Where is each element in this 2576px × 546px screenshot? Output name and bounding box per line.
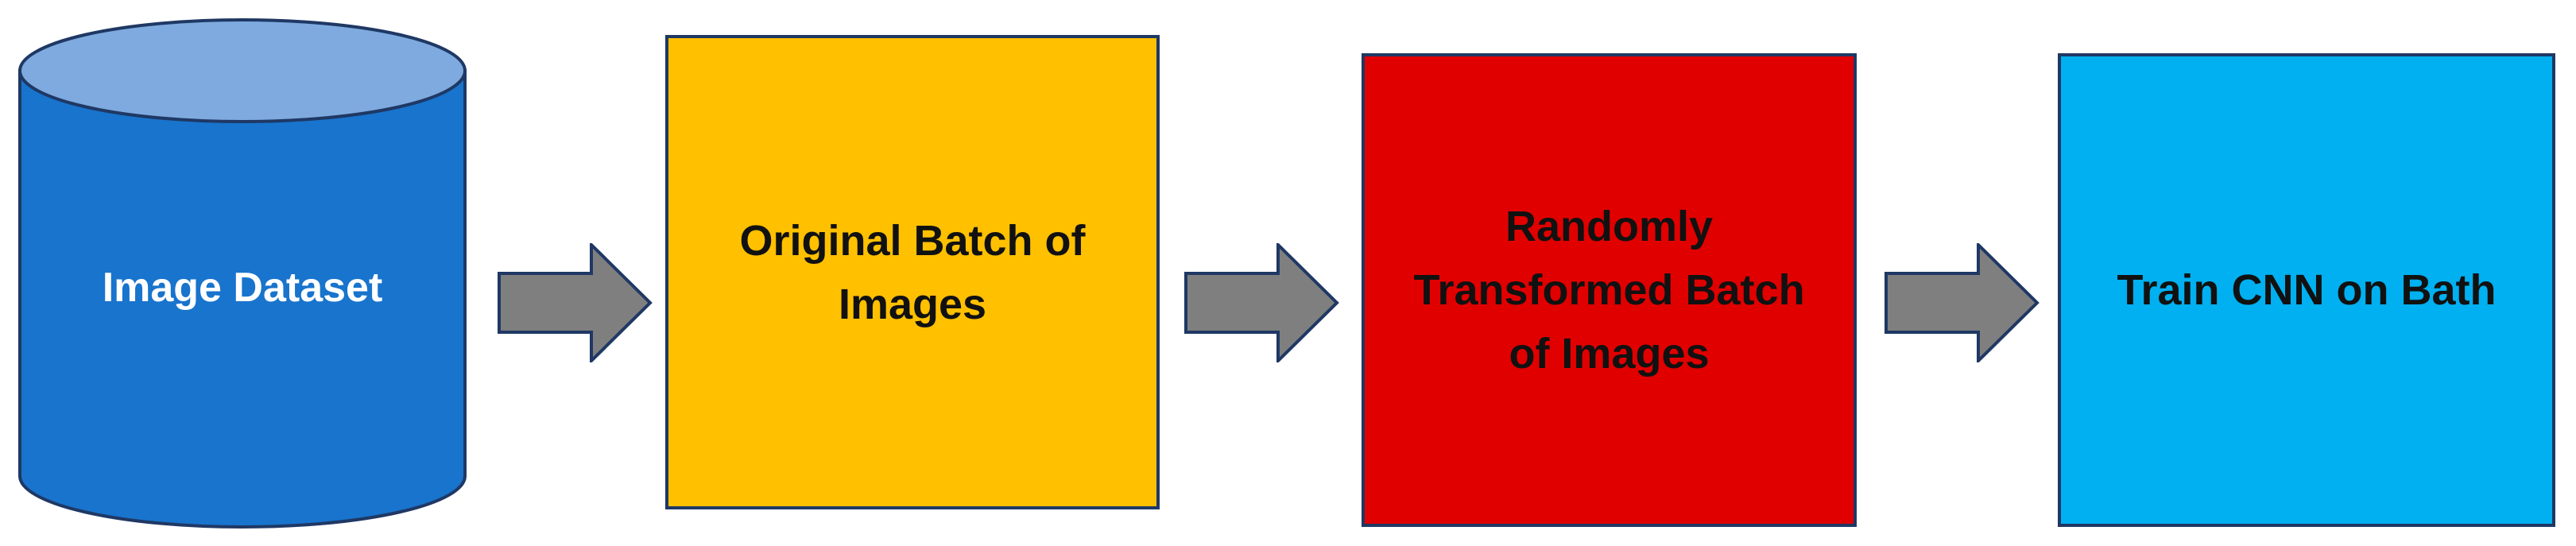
image-dataset-cylinder: Image Dataset: [17, 17, 467, 530]
database-icon: [18, 18, 467, 529]
right-arrow-icon: [498, 243, 653, 362]
transformed-batch-label: Randomly Transformed Batch of Images: [1413, 203, 1805, 378]
right-arrow-icon: [1184, 243, 1339, 362]
right-arrow-icon: [1885, 243, 2039, 362]
original-batch-box: Original Batch of Images: [665, 35, 1160, 509]
original-batch-label: Original Batch of Images: [739, 216, 1086, 328]
train-cnn-label: Train CNN on Bath: [2117, 266, 2497, 314]
image-dataset-label: Image Dataset: [102, 265, 383, 311]
transformed-batch-box: Randomly Transformed Batch of Images: [1362, 53, 1857, 527]
train-cnn-box: Train CNN on Bath: [2058, 53, 2555, 527]
